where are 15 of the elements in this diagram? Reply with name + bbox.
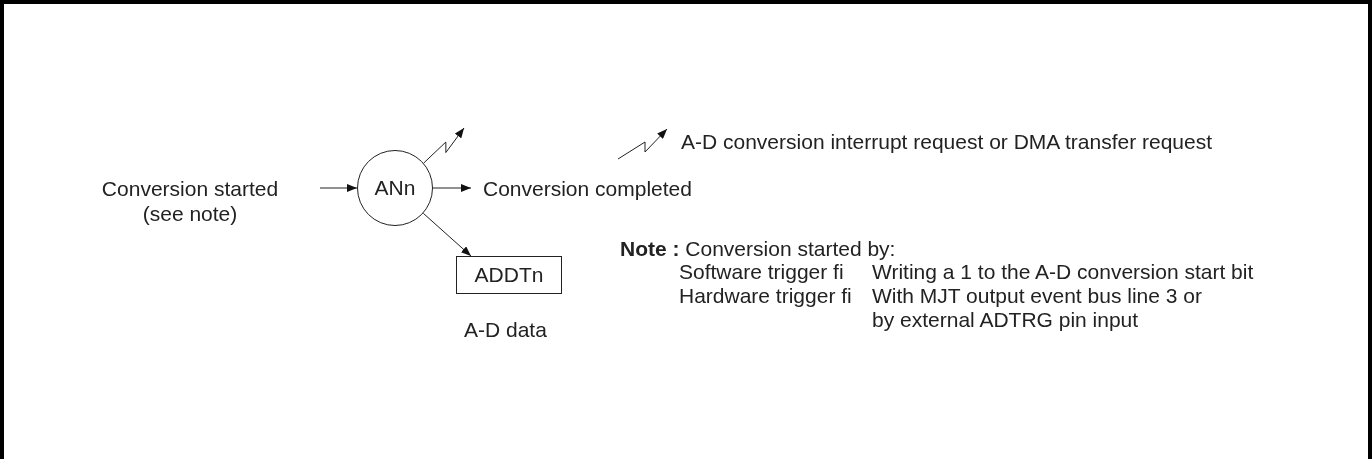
node-label: A-D data: [464, 318, 547, 342]
arrow: [319, 184, 358, 192]
node-text: Conversion completed: [483, 178, 699, 200]
arrow: [422, 212, 472, 257]
data-box: ADDTn: [456, 256, 562, 294]
arrow: [432, 184, 472, 192]
note-text: Writing a 1 to the A-D conversion start bit: [872, 260, 1254, 284]
node-text: Conversion started (see note): [90, 176, 290, 226]
note-text: Hardware trigger fi: [679, 284, 852, 308]
note-text: With MJT output event bus line 3 or: [872, 284, 1202, 308]
note-text: by external ADTRG pin input: [872, 308, 1139, 332]
note-text: Software trigger fi: [679, 260, 844, 284]
note-text: Note : Conversion started by:: [620, 237, 896, 261]
legend-text: A-D conversion interrupt request or DMA transfer request: [681, 130, 1213, 154]
interrupt-arrow: [423, 127, 465, 164]
